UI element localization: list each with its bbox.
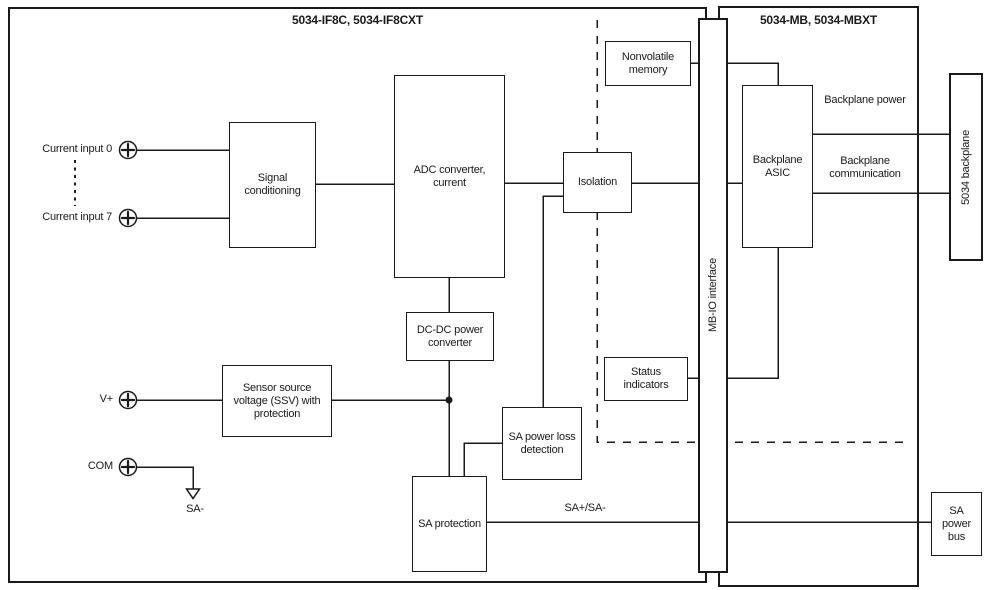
junction-dot [445, 396, 453, 404]
sa-bus-wire-label: SA+/SA- [564, 502, 606, 514]
current-input-7-label: Current input 7 [42, 211, 112, 223]
backplane-asic-label: Backplane ASIC [752, 153, 803, 179]
dc-dc-power-converter-block: DC-DC power converter [406, 312, 494, 361]
v-plus-label: V+ [99, 393, 114, 405]
sa-minus-label: SA- [186, 503, 204, 515]
status-indicators-block: Status indicators [604, 357, 688, 401]
isolation-label: Isolation [577, 176, 618, 188]
sa-power-loss-detection-label: SA power loss detection [508, 430, 576, 456]
backplane-power-wire-label: Backplane power [824, 94, 906, 106]
adc-converter-label: ADC converter, current [413, 163, 486, 189]
wire-saloss-saprotection [463, 442, 502, 476]
com-label: COM [87, 460, 113, 472]
terminal-current-input-7-icon [118, 208, 138, 228]
signal-conditioning-block: Signal conditioning [229, 122, 316, 248]
nonvolatile-memory-block: Nonvolatile memory [605, 41, 691, 86]
mb-io-interface-bar: MB-IO interface [698, 18, 728, 573]
terminal-v-plus-icon [118, 390, 138, 410]
wire-isolation-saloss [542, 195, 563, 407]
nonvolatile-memory-label: Nonvolatile memory [621, 50, 675, 76]
sa-protection-block: SA protection [412, 476, 487, 572]
backplane-communication-wire-label: Backplane communication [829, 155, 901, 180]
mb-io-interface-label: MB-IO interface [707, 258, 719, 333]
isolation-block: Isolation [563, 152, 632, 213]
sa-protection-label: SA protection [418, 517, 481, 530]
terminal-current-input-0-icon [118, 140, 138, 160]
backplane-asic-block: Backplane ASIC [742, 85, 813, 248]
adc-converter-block: ADC converter, current [394, 75, 505, 278]
right-module-title: 5034-MB, 5034-MBXT [759, 13, 878, 27]
terminal-com-icon [118, 457, 138, 477]
current-input-0-label: Current input 0 [42, 143, 112, 155]
sa-minus-ground-icon [185, 488, 201, 500]
sa-power-loss-detection-block: SA power loss detection [502, 407, 582, 480]
wire-mbio-asic-bottom [728, 248, 779, 379]
sa-power-bus-block: SA power bus [931, 492, 982, 556]
signal-conditioning-label: Signal conditioning [244, 172, 301, 197]
backplane-5034-label: 5034 backplane [960, 129, 972, 205]
wire-com-ground [137, 466, 194, 489]
sensor-source-voltage-label: Sensor source voltage (SSV) with protect… [233, 381, 321, 420]
sensor-source-voltage-block: Sensor source voltage (SSV) with protect… [222, 365, 332, 437]
status-indicators-label: Status indicators [623, 366, 669, 391]
isolation-boundary-dashed-line [596, 20, 903, 443]
terminal-icons [118, 140, 138, 477]
sa-power-bus-label: SA power bus [942, 504, 971, 543]
dc-dc-power-converter-label: DC-DC power converter [416, 323, 484, 349]
backplane-5034-bar: 5034 backplane [949, 73, 983, 261]
left-module-title: 5034-IF8C, 5034-IF8CXT [292, 13, 423, 27]
